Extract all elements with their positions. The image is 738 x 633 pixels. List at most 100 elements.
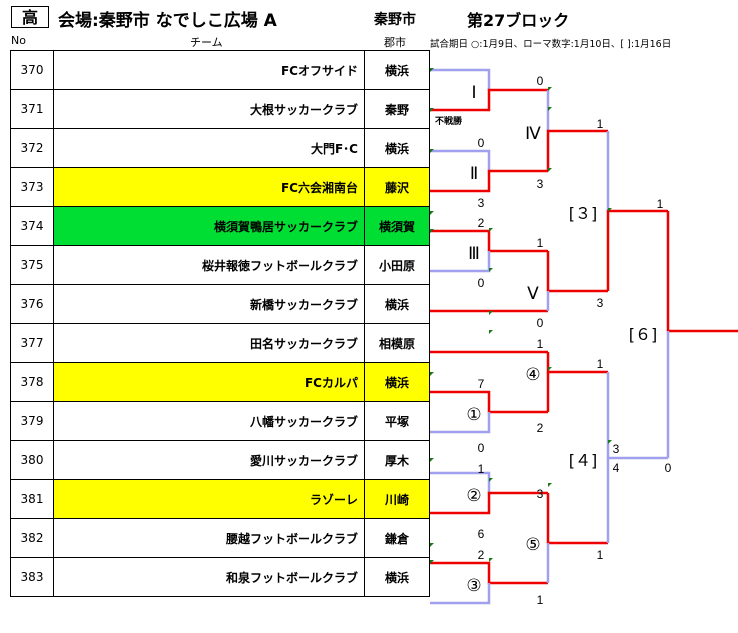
result-tick-mark xyxy=(489,228,493,232)
result-tick-mark xyxy=(548,107,552,111)
score: 4 xyxy=(613,461,620,475)
match-label-4: ④ xyxy=(525,365,540,385)
team-name: FCカルパ xyxy=(53,362,365,402)
round-label-5: Ⅴ xyxy=(527,284,539,304)
block-title: 第27ブロック xyxy=(467,11,570,30)
bracket-line-375 xyxy=(430,251,491,273)
team-region: 横浜 xyxy=(364,362,430,402)
team-name: 桜井報徳フットボールクラブ xyxy=(53,245,365,285)
result-tick-mark xyxy=(430,108,434,112)
score: 3 xyxy=(597,296,604,310)
score: 1 xyxy=(597,548,604,562)
match-label-1: ① xyxy=(466,405,481,425)
bracket-line-372 xyxy=(430,149,491,171)
result-tick-mark xyxy=(489,330,493,334)
result-tick-mark xyxy=(430,458,434,462)
team-number: 372 xyxy=(10,128,54,168)
score: 1 xyxy=(657,197,664,211)
team-number: 381 xyxy=(10,479,54,519)
result-tick-mark xyxy=(608,440,612,444)
column-header-team: チーム xyxy=(190,36,223,49)
result-tick-mark xyxy=(489,478,493,482)
team-region: 平塚 xyxy=(364,401,430,441)
round-label-2: Ⅱ xyxy=(470,164,478,184)
team-name: 横須賀鴨居サッカークラブ xyxy=(53,206,365,246)
result-tick-mark xyxy=(548,483,552,487)
score: 3 xyxy=(478,196,485,210)
bracket-line-b3-bottom xyxy=(606,209,668,291)
bracket-line-374 xyxy=(430,229,548,253)
round-label-1: Ⅰ xyxy=(471,83,476,103)
result-tick-mark xyxy=(430,543,434,547)
score: 2 xyxy=(478,548,485,562)
team-region: 横浜 xyxy=(364,557,430,597)
match-label-5: ⑤ xyxy=(525,535,540,555)
score: 0 xyxy=(478,136,485,150)
level-badge: 高 xyxy=(11,6,49,28)
result-tick-mark xyxy=(548,87,552,91)
match-label-3: ③ xyxy=(466,576,481,596)
bracket-line-b6-top xyxy=(666,211,738,333)
team-number: 380 xyxy=(10,440,54,480)
team-number: 377 xyxy=(10,323,54,363)
team-name: ラゾーレ xyxy=(53,479,365,519)
bracket-line-370 xyxy=(430,68,491,90)
bracket-line-c5-top xyxy=(546,493,608,545)
result-tick-mark xyxy=(489,311,493,315)
team-region: 厚木 xyxy=(364,440,430,480)
score: 7 xyxy=(478,377,485,391)
team-number: 378 xyxy=(10,362,54,402)
score: 1 xyxy=(537,593,544,607)
bracket-label-3: [３] xyxy=(569,204,598,223)
round-label-4: Ⅳ xyxy=(525,124,541,144)
venue-title: 会場:秦野市 なでしこ広場 A xyxy=(58,11,277,31)
score: 1 xyxy=(597,357,604,371)
team-region: 小田原 xyxy=(364,245,430,285)
match-label-2: ② xyxy=(466,486,481,506)
result-tick-mark xyxy=(548,168,552,172)
bracket-line-383 xyxy=(430,583,491,605)
team-region: 秦野 xyxy=(364,89,430,129)
result-tick-mark xyxy=(430,560,434,564)
score: 0 xyxy=(665,461,672,475)
team-region: 鎌倉 xyxy=(364,518,430,558)
score: 1 xyxy=(537,337,544,351)
team-region: 横浜 xyxy=(364,128,430,168)
bracket-label-6: [６] xyxy=(629,325,658,344)
forfeit-note: 不戦勝 xyxy=(435,115,463,126)
team-region: 川崎 xyxy=(364,479,430,519)
schedule-legend: 試合期日 ○:1月9日、ローマ数字:1月10日、[ ]:1月16日 xyxy=(430,39,672,50)
team-name: 愛川サッカークラブ xyxy=(53,440,365,480)
bracket-line-381 xyxy=(430,491,548,515)
score: 0 xyxy=(478,276,485,290)
score: 3 xyxy=(537,487,544,501)
score: 2 xyxy=(537,421,544,435)
score: 1 xyxy=(597,117,604,131)
bracket-line-371 xyxy=(430,88,548,112)
bracket-line-379 xyxy=(430,412,491,434)
score: 3 xyxy=(613,442,620,456)
host-city: 秦野市 xyxy=(374,12,416,28)
result-tick-mark xyxy=(430,229,434,233)
bracket-line-380 xyxy=(430,471,491,493)
result-tick-mark xyxy=(430,149,434,153)
result-tick-mark xyxy=(489,268,493,272)
team-name: 八幡サッカークラブ xyxy=(53,401,365,441)
round-label-3: Ⅲ xyxy=(468,244,480,264)
team-region: 横須賀 xyxy=(364,206,430,246)
result-tick-mark xyxy=(548,367,552,371)
bracket-line-382 xyxy=(430,561,548,585)
bracket-line-r4-bottom xyxy=(546,129,608,171)
